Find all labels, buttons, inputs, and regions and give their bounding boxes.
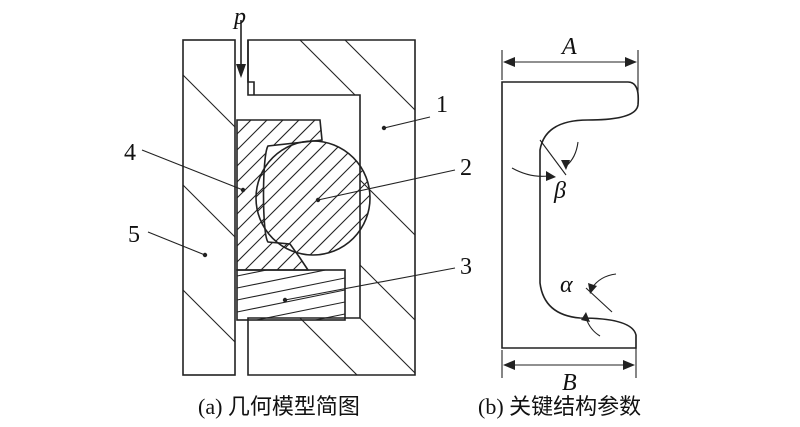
seal-profile-outline (501, 81, 640, 349)
caption-a: (a) 几何模型简图 (198, 394, 360, 419)
dimension-B (501, 335, 637, 378)
angle-label-alpha: α (560, 272, 573, 298)
angle-beta-marker (511, 139, 579, 181)
dimension-label-B: B (562, 370, 577, 396)
panel-a-geometry: p 1 2 3 4 5 (124, 4, 472, 376)
part-label-2: 2 (460, 155, 472, 181)
angle-alpha-marker (581, 273, 617, 337)
backup-ring-3 (236, 269, 346, 321)
load-arrow (236, 20, 246, 78)
part-label-4: 4 (124, 140, 136, 166)
part-label-1: 1 (436, 92, 448, 118)
dimension-label-A: A (560, 34, 577, 60)
left-plate (182, 39, 236, 376)
caption-b: (b) 关键结构参数 (478, 394, 641, 419)
angle-label-beta: β (553, 178, 566, 204)
leader-lines-a (141, 116, 456, 303)
right-housing (247, 39, 416, 376)
part-label-3: 3 (460, 254, 472, 280)
panel-b-geometry: A B β α (501, 34, 640, 396)
dimension-A (501, 50, 639, 104)
part-label-5: 5 (128, 222, 140, 248)
load-label-p: p (232, 4, 246, 30)
